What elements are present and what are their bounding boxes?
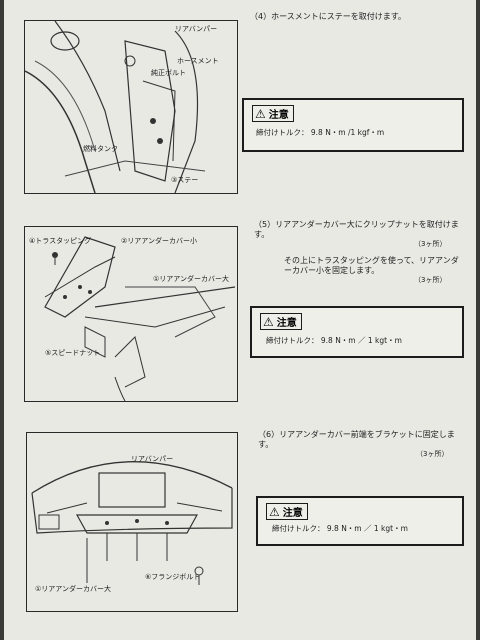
step6-diagram: [31, 461, 233, 585]
step6-count: （3ヶ所）: [416, 450, 449, 458]
step5-torque: 締付けトルク： 9.8 N・m ／ 1 kgt・m: [266, 336, 402, 345]
manual-page: リアバンパー ホースメント 純正ボルト 燃料タンク ③ステー （4）ホースメント…: [4, 0, 476, 640]
step5-caution-box: ⚠ 注意 締付けトルク： 9.8 N・m ／ 1 kgt・m: [250, 306, 464, 358]
step5-diagram: [44, 236, 236, 401]
step5-caution-header: ⚠ 注意: [260, 313, 302, 330]
fig5-label-3: ①リアアンダーカバー大: [153, 275, 229, 283]
fig4-label-4: 燃料タンク: [83, 145, 118, 153]
figure-step6: リアバンパー ①リアアンダーカバー大 ⑥フランジボルト: [26, 432, 238, 612]
fig6-label-1: リアバンパー: [131, 455, 174, 463]
step4-diagram: [25, 21, 206, 193]
fig4-label-2: ホースメント: [177, 57, 219, 65]
fig5-label-4: ⑤スピードナット: [45, 349, 101, 357]
warning-icon: ⚠: [255, 106, 266, 121]
figure-step4: リアバンパー ホースメント 純正ボルト 燃料タンク ③ステー: [24, 20, 238, 194]
fig6-label-3: ⑥フランジボルト: [145, 573, 201, 581]
step5-subcount: （3ヶ所）: [414, 276, 447, 284]
caution-label: 注意: [268, 110, 289, 121]
caution-label: 注意: [276, 318, 297, 329]
step4-torque: 締付けトルク： 9.8 N・m /1 kgf・m: [256, 128, 385, 137]
step5-count: （3ヶ所）: [414, 240, 447, 248]
step5-title: （5）リアアンダーカバー大にクリップナットを取付けます。: [254, 220, 459, 239]
step6-title: （6）リアアンダーカバー前端をブラケットに固定します。: [258, 430, 455, 449]
step4-caution-header: ⚠ 注意: [252, 105, 294, 122]
step6-caution-box: ⚠ 注意 締付けトルク： 9.8 N・m ／ 1 kgt・m: [256, 496, 464, 546]
step5-subtext: その上にトラスタッピングを使って、リアアンダーカバー小を固定します。: [284, 256, 459, 275]
step4-caution-box: ⚠ 注意 締付けトルク： 9.8 N・m /1 kgf・m: [242, 98, 464, 152]
fig5-label-2: ②リアアンダーカバー小: [121, 237, 197, 245]
step6-caution-header: ⚠ 注意: [266, 503, 308, 520]
fig4-label-5: ③ステー: [171, 176, 199, 184]
step4-title: （4）ホースメントにステーを取付けます。: [250, 12, 406, 21]
figure-step5: ④トラスタッピング ②リアアンダーカバー小 ①リアアンダーカバー大 ⑤スピードナ…: [24, 226, 238, 402]
fig4-label-1: リアバンパー: [175, 25, 218, 33]
step6-torque: 締付けトルク： 9.8 N・m ／ 1 kgt・m: [272, 524, 408, 533]
fig6-label-2: ①リアアンダーカバー大: [35, 585, 111, 593]
caution-label: 注意: [282, 508, 303, 519]
fig4-label-3: 純正ボルト: [151, 69, 186, 77]
warning-icon: ⚠: [263, 314, 274, 329]
fig5-label-1: ④トラスタッピング: [29, 237, 92, 245]
warning-icon: ⚠: [269, 504, 280, 519]
